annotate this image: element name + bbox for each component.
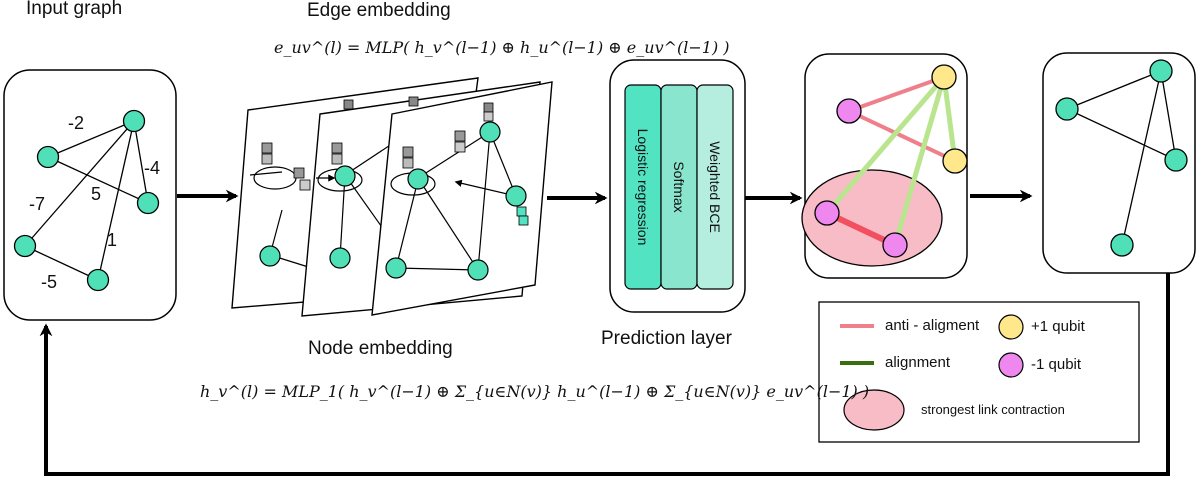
embedding-stack: [231, 77, 553, 317]
legend-swatch-contraction: [843, 389, 905, 431]
edge-weight: -2: [68, 113, 85, 133]
graph-node: [1055, 97, 1079, 121]
graph-node: [13, 234, 37, 258]
plus-qubit-node: [942, 148, 968, 174]
input-graph-panel: [3, 69, 177, 321]
node-embedding-title: Node embedding: [308, 338, 453, 359]
graph-node: [86, 268, 110, 292]
graph-node: [136, 191, 160, 215]
edge-weight: -7: [29, 194, 46, 214]
plus-qubit-node: [931, 64, 957, 90]
feedback-arrow-icon: [39, 273, 1170, 476]
edge-weight: -5: [41, 272, 58, 292]
graph-node: [1164, 148, 1188, 172]
graph-node: [122, 109, 146, 133]
layer-label-logistic: Logistic regression: [635, 128, 651, 246]
input-graph-title: Input graph: [26, 0, 123, 19]
edge-weight: 1: [107, 230, 118, 250]
legend-label-minus: -1 qubit: [1031, 356, 1082, 373]
legend-box: [818, 301, 1140, 443]
legend-label-alignment: alignment: [885, 354, 951, 371]
legend-label-anti: anti - aligment: [885, 317, 980, 334]
minus-qubit-node: [882, 232, 908, 258]
legend-label-contraction: strongest link contraction: [921, 402, 1065, 417]
graph-node: [36, 145, 60, 169]
legend-swatch-minus: [998, 352, 1024, 378]
input-graph-nodes: [13, 109, 160, 292]
edge-weight: 5: [91, 184, 102, 204]
graph-node: [1149, 59, 1173, 83]
legend-label-plus: +1 qubit: [1031, 318, 1085, 335]
qubit-panel: [801, 53, 968, 279]
output-graph-panel: [1042, 52, 1196, 274]
layer-block: [696, 84, 734, 290]
graph-node: [1110, 233, 1134, 257]
input-graph-edges: [24, 120, 149, 281]
embedding-sheet: [371, 81, 553, 316]
layer-label-softmax: Softmax: [671, 161, 687, 213]
minus-qubit-node: [836, 98, 862, 124]
prediction-layer-panel: [609, 59, 746, 313]
minus-qubit-node: [814, 200, 840, 226]
layer-label-bce: Weighted BCE: [707, 141, 723, 233]
edge-embedding-formula: e_uv^(l) = MLP( h_v^(l−1) ⊕ h_u^(l−1) ⊕ …: [274, 38, 730, 57]
edge-embedding-title: Edge embedding: [307, 0, 451, 21]
node-embedding-formula: h_v^(l) = MLP_1( h_v^(l−1) ⊕ Σ_{u∈N(v)} …: [200, 382, 870, 401]
legend-swatch-plus: [998, 314, 1024, 340]
prediction-layer-title: Prediction layer: [601, 328, 732, 349]
edge-weight: -4: [144, 158, 161, 178]
